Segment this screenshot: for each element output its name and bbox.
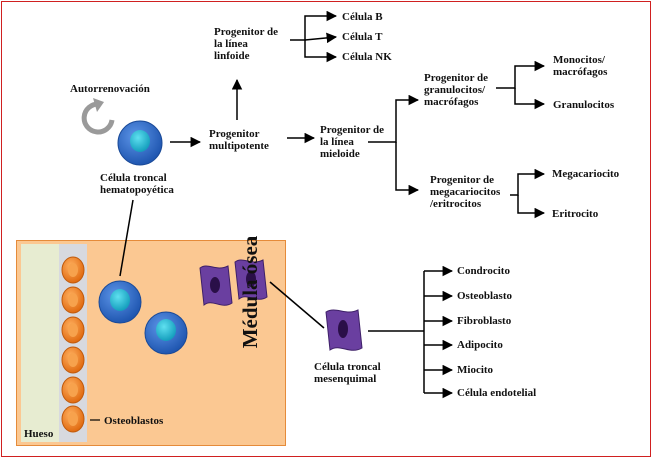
multipotent-label-2: multipotente bbox=[209, 140, 269, 152]
self-renewal-icon bbox=[81, 98, 115, 135]
megakaryocyte-label: Megacariocito bbox=[552, 168, 620, 180]
t-cell-label: Célula T bbox=[342, 31, 383, 43]
megakaryocyte-progenitor-label-3: /eritrocitos bbox=[430, 198, 482, 210]
endothelial-cell-label: Célula endotelial bbox=[457, 387, 537, 399]
multipotent-label-1: Progenitor bbox=[209, 128, 260, 140]
mesenchymal-stem-cell bbox=[325, 309, 363, 351]
myeloid-label-2: la línea bbox=[320, 136, 354, 148]
myeloid-label-1: Progenitor de bbox=[320, 124, 385, 136]
osteoblast-cells bbox=[61, 256, 85, 433]
monocytes-label-1: Monocitos/ bbox=[553, 54, 605, 66]
adipocyte-label: Adipocito bbox=[457, 339, 503, 351]
lymphoid-label-2: la línea bbox=[214, 38, 248, 50]
osteoblast-output-label: Osteoblasto bbox=[457, 290, 512, 302]
myeloid-branches bbox=[368, 60, 546, 219]
lymphoid-label-1: Progenitor de bbox=[214, 26, 279, 38]
granulocytes-label: Granulocitos bbox=[553, 99, 615, 111]
hematopoietic-stem-cell bbox=[117, 120, 163, 166]
myocyte-label: Miocito bbox=[457, 364, 494, 376]
msc-label-1: Célula troncal bbox=[314, 361, 381, 373]
marrow-stem-cells bbox=[98, 280, 188, 355]
monocytes-label-2: macrófagos bbox=[553, 66, 608, 78]
granulocyte-progenitor-label-3: macrófagos bbox=[424, 96, 479, 108]
mesenchymal-branches bbox=[368, 265, 454, 399]
megakaryocyte-progenitor-label-1: Progenitor de bbox=[430, 174, 495, 186]
bone-region bbox=[21, 244, 59, 442]
self-renewal-label: Autorrenovación bbox=[70, 83, 150, 95]
nk-cell-label: Célula NK bbox=[342, 51, 392, 63]
msc-label-2: mesenquimal bbox=[314, 373, 377, 385]
megakaryocyte-progenitor-label-2: megacariocitos bbox=[430, 186, 501, 198]
chondrocyte-label: Condrocito bbox=[457, 265, 510, 277]
erythrocyte-label: Eritrocito bbox=[552, 208, 599, 220]
lymphoid-branches bbox=[290, 10, 338, 63]
fibroblast-label: Fibroblasto bbox=[457, 315, 512, 327]
hsc-label-1: Célula troncal bbox=[100, 172, 167, 184]
marrow-mesenchymal-cells bbox=[199, 259, 268, 307]
hsc-label-2: hematopoyética bbox=[100, 184, 174, 196]
b-cell-label: Célula B bbox=[342, 11, 383, 23]
granulocyte-progenitor-label-1: Progenitor de bbox=[424, 72, 489, 84]
bone-marrow-label: Médula ósea bbox=[238, 235, 262, 349]
bone-label: Hueso bbox=[24, 428, 54, 440]
osteoblasts-label: Osteoblastos bbox=[104, 415, 164, 427]
granulocyte-progenitor-label-2: granulocitos/ bbox=[424, 84, 486, 96]
myeloid-label-3: mieloide bbox=[320, 148, 360, 160]
lymphoid-label-3: linfoide bbox=[214, 50, 250, 62]
